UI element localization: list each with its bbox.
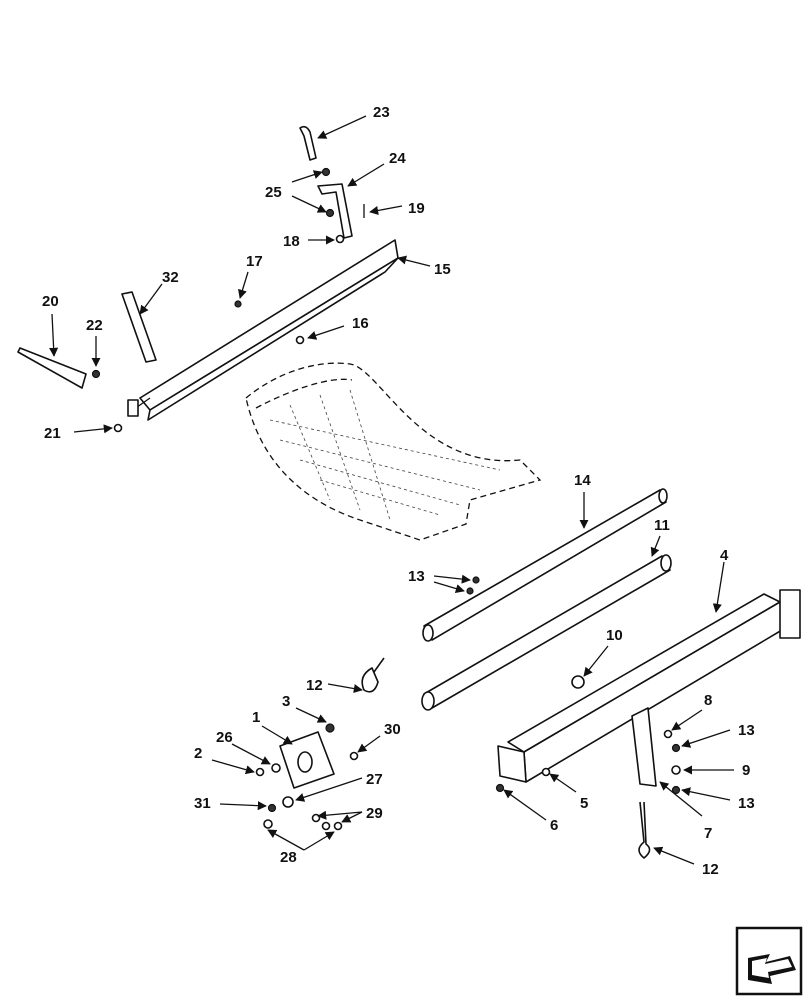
- callout-30: 30: [384, 721, 401, 738]
- plate-part-1: [279, 731, 335, 789]
- tube-part-11: [421, 554, 672, 711]
- callout-28: 28: [280, 849, 297, 866]
- callout-12-upper: 12: [306, 677, 323, 694]
- eyebolt-part-27: [282, 796, 294, 808]
- upper-rail-part-15: [127, 239, 399, 421]
- washer-part-29-b: [333, 821, 343, 831]
- callout-1: 1: [252, 709, 260, 726]
- nut-part-31: [267, 803, 277, 813]
- callout-7: 7: [704, 825, 712, 842]
- callout-22: 22: [86, 317, 103, 334]
- callout-31: 31: [194, 795, 211, 812]
- bolt-part-21: [113, 423, 123, 433]
- nut-part-25a: [321, 167, 331, 177]
- bolt-part-30: [349, 751, 359, 761]
- callout-11: 11: [654, 517, 670, 534]
- nut-part-13-top-b: [466, 587, 474, 595]
- handle-part-23: [299, 125, 317, 161]
- callout-19: 19: [408, 200, 425, 217]
- callout-27: 27: [366, 771, 383, 788]
- nut-part-13-a: [671, 743, 681, 753]
- tube-part-14: [422, 488, 668, 642]
- callout-17: 17: [246, 253, 263, 270]
- nut-part-3: [325, 723, 335, 733]
- nut-part-13-top-a: [472, 576, 480, 584]
- callout-14: 14: [574, 472, 591, 489]
- callout-29: 29: [366, 805, 383, 822]
- callout-6: 6: [550, 817, 558, 834]
- callout-15: 15: [434, 261, 451, 278]
- callout-13-low: 13: [738, 795, 755, 812]
- washer-part-9: [671, 765, 681, 775]
- eyebolt-part-12-upper: [361, 657, 385, 693]
- concave-grate: [245, 362, 542, 541]
- callout-20: 20: [42, 293, 59, 310]
- washer-part-10: [571, 675, 585, 689]
- nut-part-6: [495, 783, 505, 793]
- callout-8: 8: [704, 692, 712, 709]
- bolt-part-2: [255, 767, 265, 777]
- bracket-part-32: [121, 291, 157, 363]
- washer-part-29-a: [321, 821, 331, 831]
- eyebolt-part-12-lower: [638, 801, 651, 859]
- bracket-part-7: [631, 707, 657, 787]
- washer-part-26: [271, 763, 281, 773]
- bolt-part-17: [234, 300, 242, 308]
- nut-part-22: [91, 369, 101, 379]
- callout-2: 2: [194, 745, 202, 762]
- callout-3: 3: [282, 693, 290, 710]
- leader-lines: [49, 115, 734, 865]
- support-part-20: [17, 347, 87, 389]
- nut-part-25b: [325, 208, 335, 218]
- callout-24: 24: [389, 150, 406, 167]
- nut-part-13-b: [671, 785, 681, 795]
- callout-23: 23: [373, 104, 390, 121]
- callout-10: 10: [606, 627, 623, 644]
- callout-labels: 23 24 25 19 18 15 17 32 20 22 16 21 14 1…: [42, 104, 755, 878]
- back-nav-button[interactable]: [735, 926, 803, 996]
- callout-12-lower: 12: [702, 861, 719, 878]
- arrow-back-icon: [748, 954, 796, 984]
- washer-part-28-a: [263, 819, 273, 829]
- bolt-part-8: [663, 729, 673, 739]
- callout-25: 25: [265, 184, 282, 201]
- callout-18: 18: [283, 233, 300, 250]
- callout-32: 32: [162, 269, 179, 286]
- callout-4: 4: [720, 547, 729, 564]
- callout-26: 26: [216, 729, 233, 746]
- bolt-part-16: [295, 335, 305, 345]
- callout-21: 21: [44, 425, 61, 442]
- callout-5: 5: [580, 795, 588, 812]
- beam-part-4: [497, 589, 801, 783]
- callout-13-top: 13: [408, 568, 425, 585]
- bolt-part-5: [541, 767, 551, 777]
- callout-16: 16: [352, 315, 369, 332]
- callout-13-mid: 13: [738, 722, 755, 739]
- callout-9: 9: [742, 762, 750, 779]
- bolt-part-18: [335, 234, 345, 244]
